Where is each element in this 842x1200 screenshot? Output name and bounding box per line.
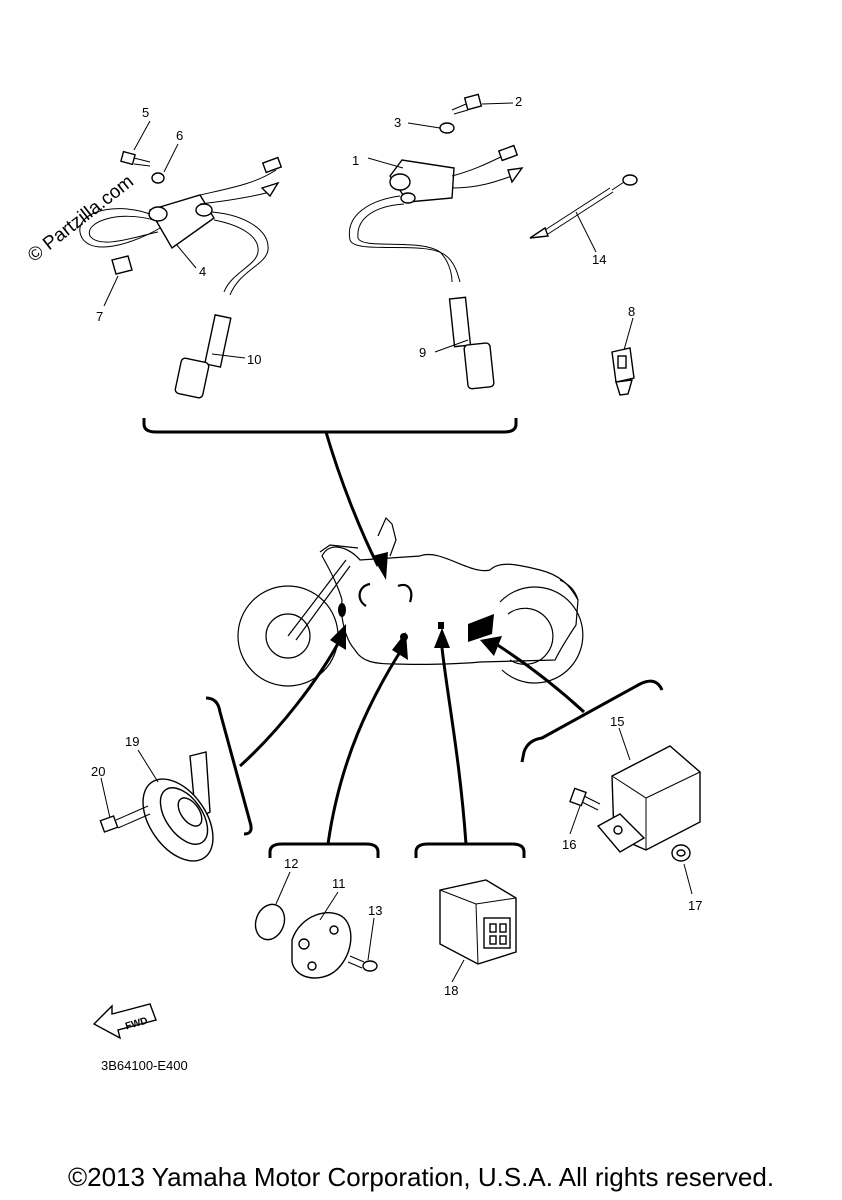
horn-19 [142,751,214,862]
clamp-8 [611,347,635,396]
callout-14: 14 [592,252,606,267]
callout-3: 3 [394,115,401,130]
arrowhead-sensor [392,632,408,660]
callout-6: 6 [176,128,183,143]
arrowhead-top [372,552,388,580]
arrow-rectifier [495,642,586,714]
callout-7: 7 [96,309,103,324]
rectifier-marker [468,614,494,642]
group-bracket-sensor [268,842,380,858]
bolt-20 [99,805,151,833]
arrowhead-horn [330,624,346,650]
washer-6 [151,172,165,184]
coil-marker-right [397,583,413,603]
copyright-footer: ©2013 Yamaha Motor Corporation, U.S.A. A… [67,1162,775,1192]
sensor-11 [291,912,352,979]
arrow-top-to-bike [324,431,380,567]
clip-7 [111,255,133,275]
callout-15: 15 [610,714,624,729]
group-bracket-rectifier [520,679,664,763]
callout-12: 12 [284,856,298,871]
callout-10: 10 [247,352,261,367]
arrow-relay [440,647,468,845]
callout-13: 13 [368,903,382,918]
callout-5: 5 [142,105,149,120]
arrowhead-relay [434,628,450,648]
callout-1: 1 [352,153,359,168]
diagram-code: 3B64100-E400 [101,1058,188,1073]
relay-marker [438,622,444,629]
rectifier-regulator-15 [596,745,701,853]
bolt-16 [569,787,601,811]
lead-wire-14 [529,174,638,239]
o-ring-12 [254,903,286,941]
coil-marker-left [358,582,371,607]
ignition-coil-4 [79,156,283,399]
callout-17: 17 [688,898,702,913]
callout-4: 4 [199,264,206,279]
nut-17 [671,844,691,862]
arrow-horn [238,639,342,768]
callout-18: 18 [444,983,458,998]
group-bracket-horn [205,696,253,836]
bolt-2 [451,93,483,115]
callout-8: 8 [628,304,635,319]
horn-marker [338,603,346,617]
callout-2: 2 [515,94,522,109]
ignition-coil-1 [348,144,524,390]
callout-16: 16 [562,837,576,852]
washer-3 [439,122,455,134]
leader-lines [100,102,693,983]
callout-20: 20 [91,764,105,779]
callout-9: 9 [419,345,426,360]
bolt-5 [120,150,151,167]
arrowhead-rectifier [480,636,502,656]
callout-11: 11 [332,876,346,891]
relay-18 [439,879,517,965]
group-bracket-relay [414,842,526,858]
callout-19: 19 [125,734,139,749]
arrow-sensor [326,651,402,845]
motorcycle-silhouette [237,516,584,687]
screw-13 [347,955,378,972]
group-bracket-top [142,418,518,434]
forward-arrow-icon: FWD [92,1003,157,1040]
